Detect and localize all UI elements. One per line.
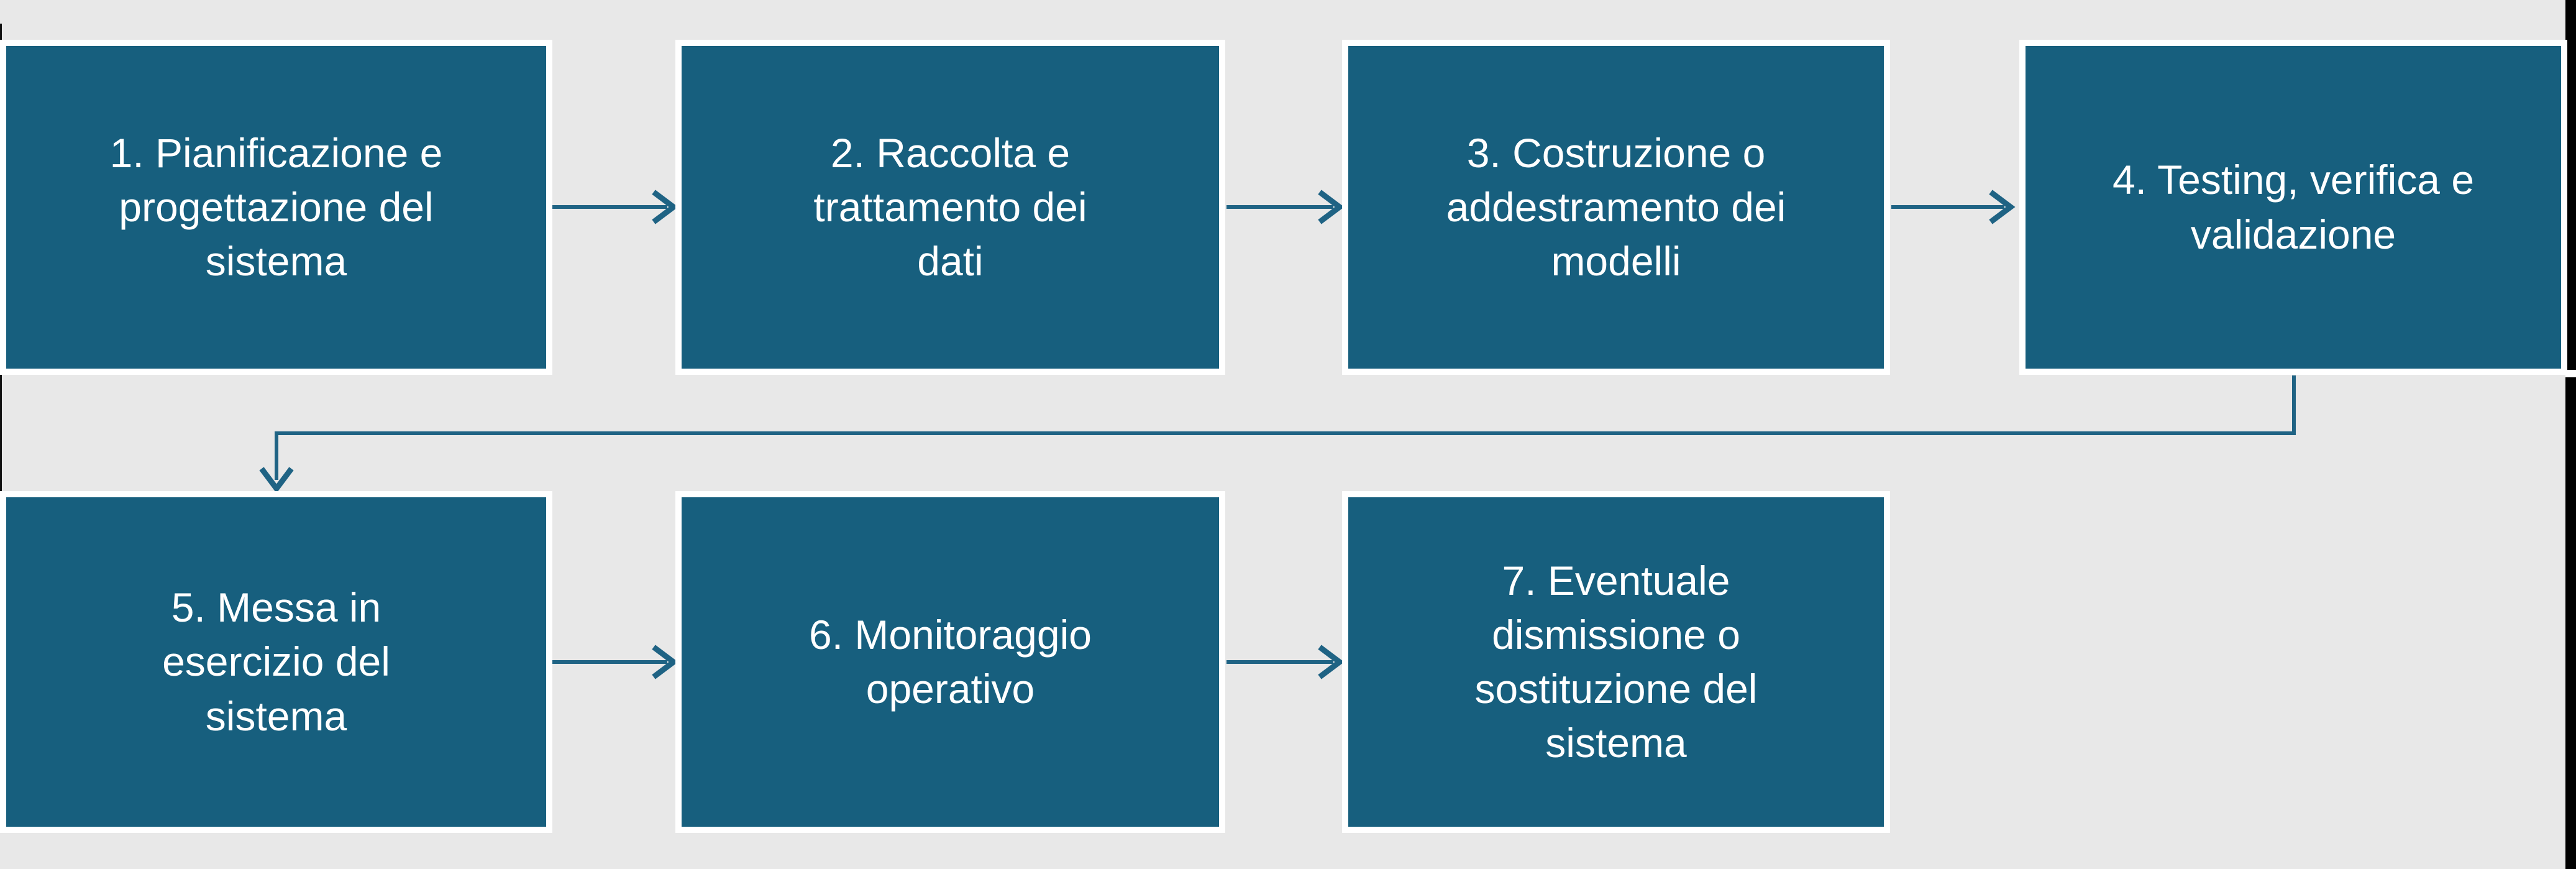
flow-box-step-6: 6. Monitoraggio operativo	[675, 491, 1225, 833]
flow-box-step-7-label: 7. Eventuale dismissione o sostituzione …	[1474, 557, 1758, 766]
arrow-step6-to-step7	[1226, 645, 1345, 679]
flow-box-step-5-label: 5. Messa in esercizio del sistema	[162, 584, 390, 739]
flow-box-step-4: 4. Testing, verifica e validazione	[2019, 40, 2567, 375]
flow-box-step-1-label: 1. Pianificazione e progettazione del si…	[109, 129, 443, 285]
flow-box-step-1: 1. Pianificazione e progettazione del si…	[0, 40, 552, 375]
right-edge-artifact-bar	[2565, 0, 2576, 869]
arrow-step1-to-step2	[552, 190, 678, 224]
flow-box-step-4-label: 4. Testing, verifica e validazione	[2112, 157, 2475, 257]
arrow-step3-to-step4	[1891, 190, 2016, 224]
flow-box-step-3-label: 3. Costruzione o addestramento dei model…	[1446, 129, 1786, 285]
arrow-step4-to-step5-elbow	[259, 375, 2296, 494]
flow-box-step-7: 7. Eventuale dismissione o sostituzione …	[1342, 491, 1890, 833]
flow-box-step-2-label: 2. Raccolta e trattamento dei dati	[813, 129, 1087, 285]
flow-box-step-5: 5. Messa in esercizio del sistema	[0, 491, 552, 833]
flow-box-step-2: 2. Raccolta e trattamento dei dati	[675, 40, 1225, 375]
arrow-step2-to-step3	[1226, 190, 1345, 224]
flow-box-step-3: 3. Costruzione o addestramento dei model…	[1342, 40, 1890, 375]
arrow-step5-to-step6	[552, 645, 678, 679]
right-edge-artifact-notch	[2565, 370, 2576, 377]
flow-box-step-6-label: 6. Monitoraggio operativo	[809, 611, 1092, 712]
